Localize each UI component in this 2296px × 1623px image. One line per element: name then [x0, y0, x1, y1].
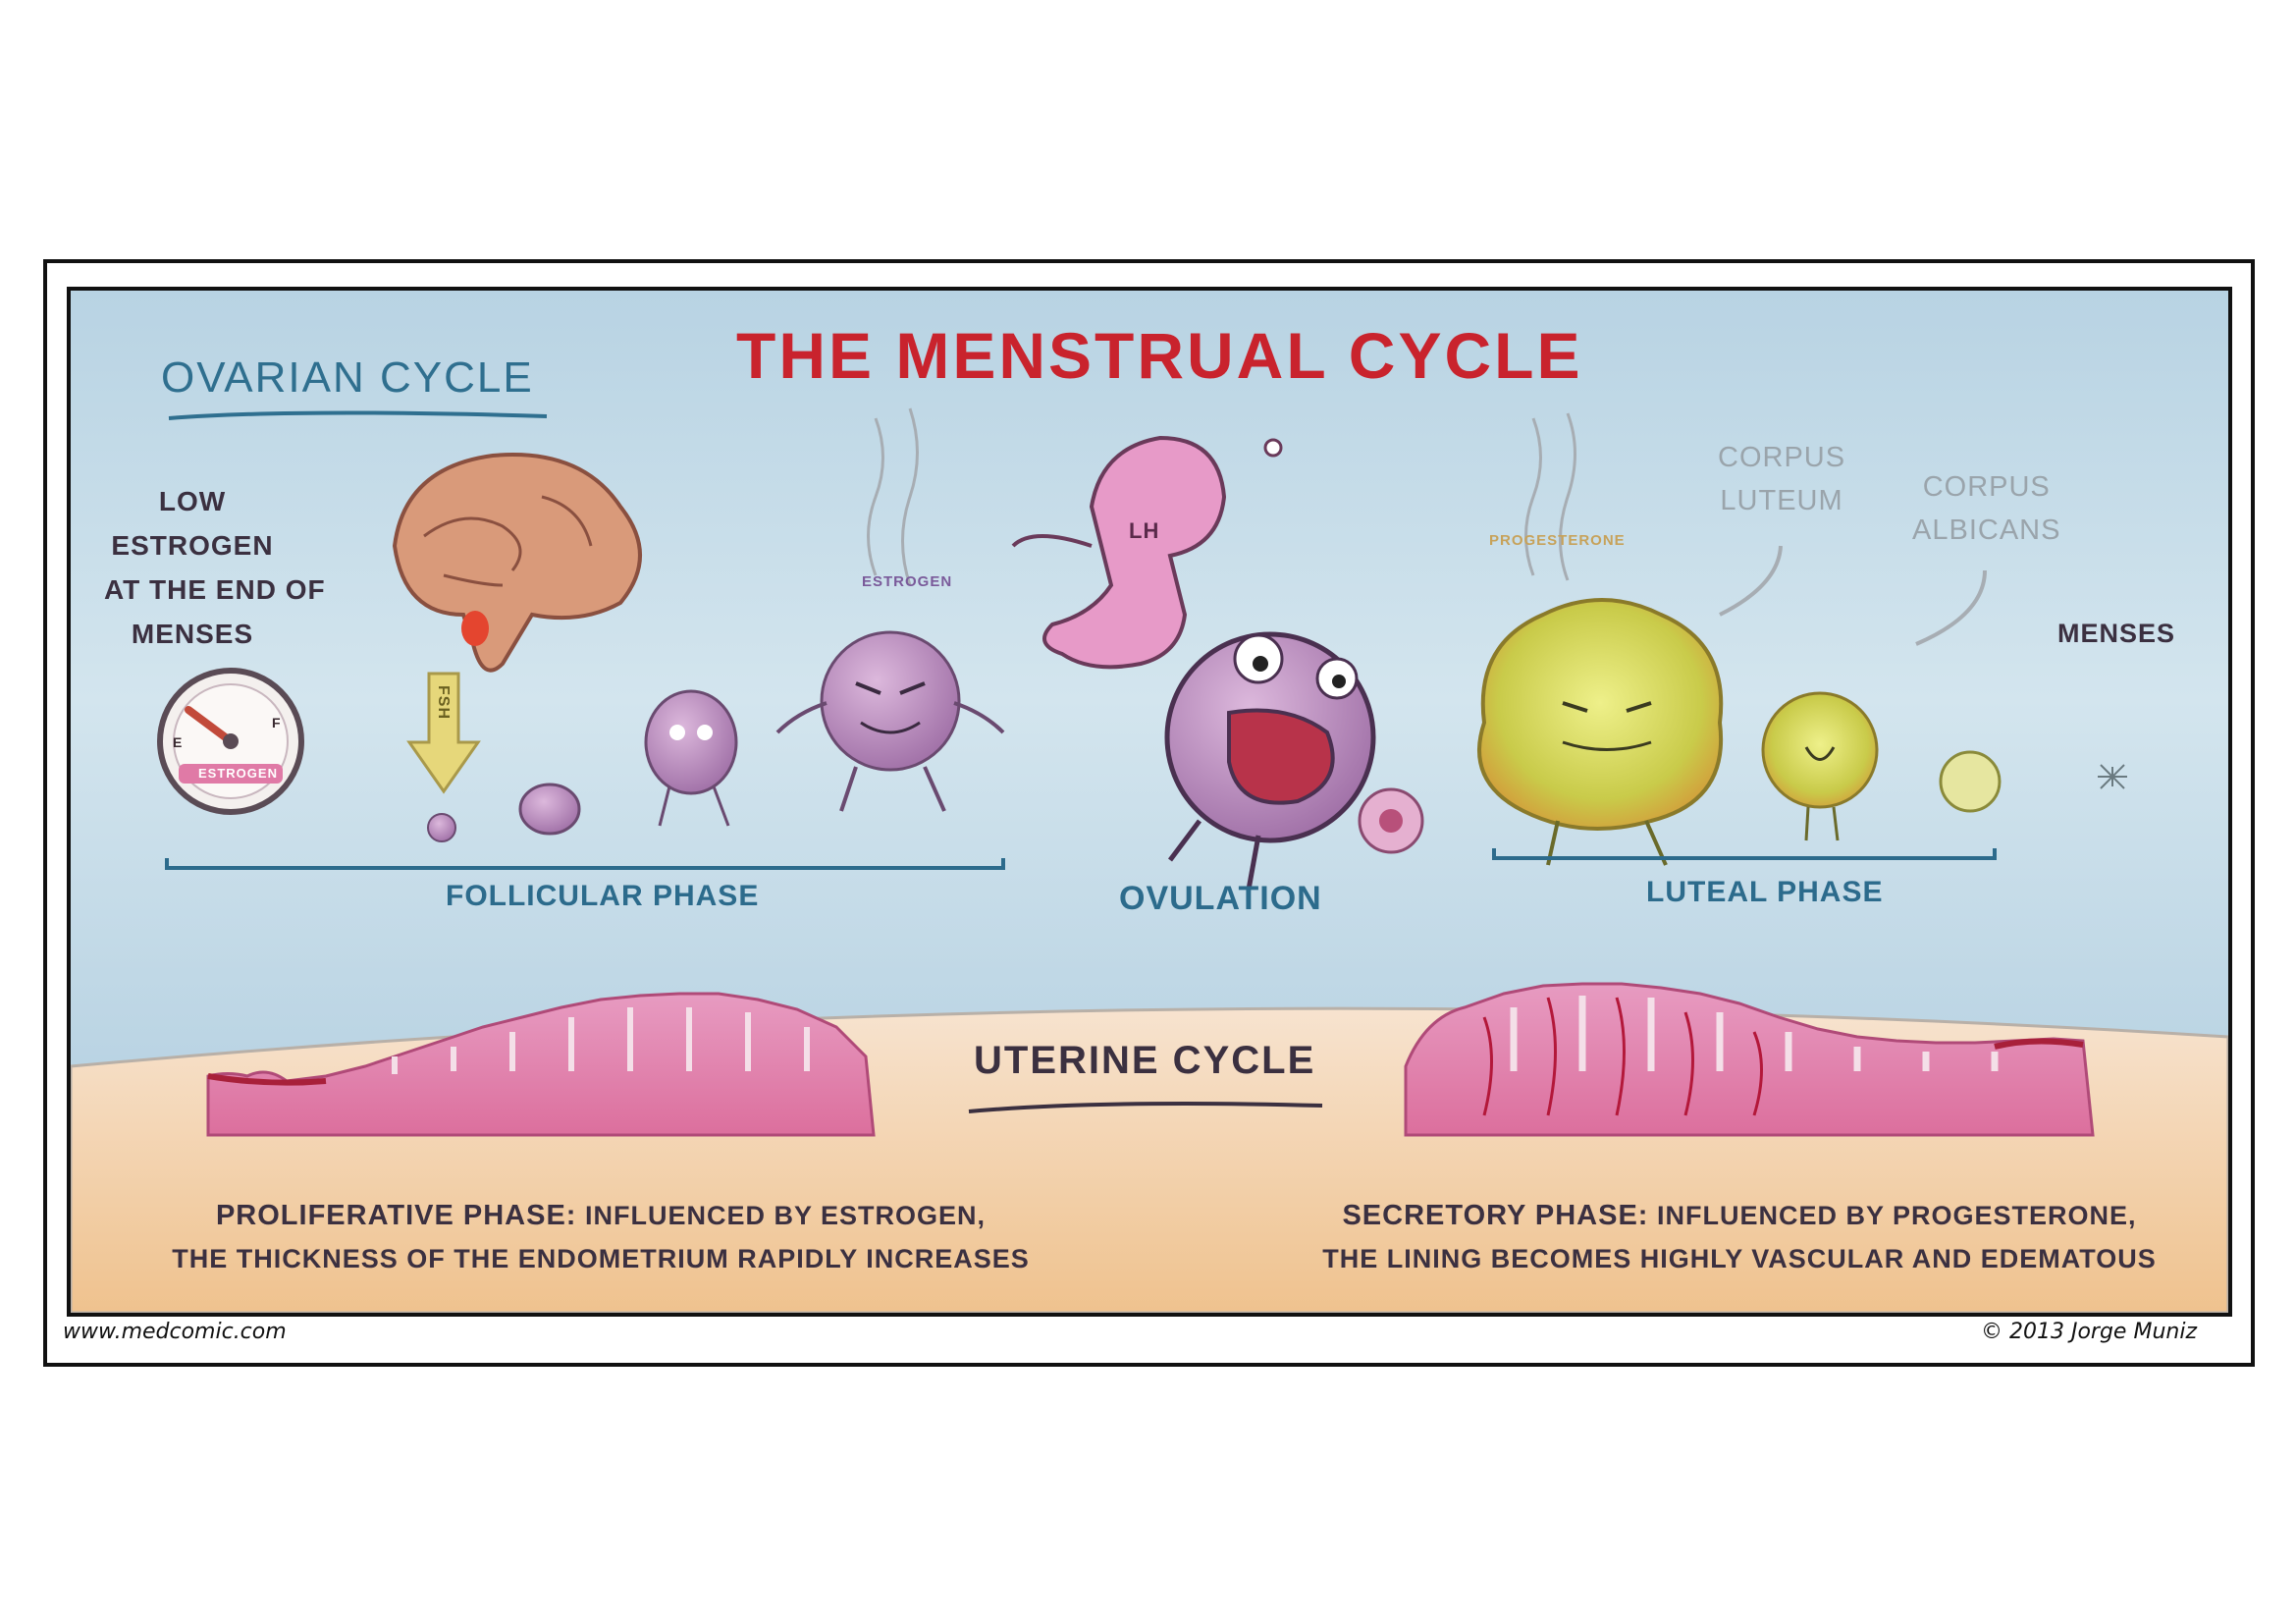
gauge-full-mark: F — [272, 715, 282, 730]
proliferative-phase-name: PROLIFERATIVE PHASE: — [215, 1200, 577, 1231]
fsh-arrow — [406, 672, 481, 794]
brain-icon — [392, 453, 642, 673]
corpus-luteum-label: CORPUS LUTEUM — [1718, 442, 1846, 516]
low-estrogen-note: LOW ESTROGEN AT THE END OF MENSES — [104, 486, 326, 649]
follicular-bracket — [165, 858, 1005, 870]
follicle-secondary — [644, 689, 738, 827]
estrogen-label: ESTROGEN — [862, 573, 953, 590]
secretory-phase-name: SECRETORY PHASE: — [1342, 1200, 1649, 1231]
secretory-caption: SECRETORY PHASE: INFLUENCED BY PROGESTER… — [1268, 1194, 2211, 1280]
ovarian-cycle-heading: OVARIAN CYCLE — [161, 353, 534, 402]
proliferative-line2: THE THICKNESS OF THE ENDOMETRIUM RAPIDLY… — [172, 1244, 1030, 1273]
lh-character — [1011, 435, 1283, 670]
estrogen-gauge — [157, 668, 304, 815]
copyright-notice: © 2013 Jorge Muniz — [1981, 1320, 2197, 1344]
menses-sparkle — [2098, 764, 2127, 789]
corpus-luteum-small — [1761, 691, 1879, 841]
progesterone-label: PROGESTERONE — [1489, 532, 1626, 549]
uterine-underline — [968, 1102, 1323, 1113]
uterine-cycle-heading: UTERINE CYCLE — [974, 1039, 1316, 1082]
luteal-phase-label: LUTEAL PHASE — [1646, 876, 1884, 908]
illustration — [71, 407, 2228, 1313]
proliferative-line1: INFLUENCED BY ESTROGEN, — [584, 1201, 987, 1230]
corpus-luteum-large — [1477, 598, 1724, 866]
heat-waves — [867, 407, 919, 586]
comic-panel: THE MENSTRUAL CYCLE OVARIAN CYCLE LOW ES… — [67, 287, 2232, 1317]
released-ovum — [1358, 787, 1424, 854]
proliferative-caption: PROLIFERATIVE PHASE: INFLUENCED BY ESTRO… — [110, 1194, 1092, 1280]
endometrium-secretory — [1404, 982, 2095, 1137]
luteal-bracket — [1492, 848, 1997, 860]
progesterone-waves — [1524, 412, 1576, 581]
corpus-albicans-label: CORPUS ALBICANS — [1912, 471, 2061, 546]
corpus-albicans — [1939, 750, 2002, 813]
gauge-label: ESTROGEN — [198, 766, 278, 781]
follicle-tertiary — [775, 630, 1005, 812]
website-credit: www.medcomic.com — [63, 1320, 287, 1344]
gauge-empty-mark: E — [173, 734, 184, 750]
diagram-title: THE MENSTRUAL CYCLE — [736, 319, 1583, 392]
menses-label: MENSES — [2057, 619, 2176, 648]
ovarian-underline — [168, 410, 548, 420]
fsh-label: FSH — [435, 685, 452, 720]
secretory-line2: THE LINING BECOMES HIGHLY VASCULAR AND E… — [1322, 1244, 2157, 1273]
secretory-line1: INFLUENCED BY PROGESTERONE, — [1656, 1201, 2137, 1230]
follicular-phase-label: FOLLICULAR PHASE — [446, 880, 760, 912]
follicle-primary — [518, 783, 581, 836]
arrow-corpus-luteum — [1719, 545, 1783, 617]
endometrium-proliferative — [206, 992, 876, 1137]
ovulation-label: OVULATION — [1119, 880, 1322, 917]
lh-label: LH — [1129, 518, 1160, 543]
ovulation-follicle — [1164, 631, 1376, 891]
arrow-corpus-albicans — [1915, 569, 1987, 646]
follicle-primordial — [427, 813, 456, 842]
